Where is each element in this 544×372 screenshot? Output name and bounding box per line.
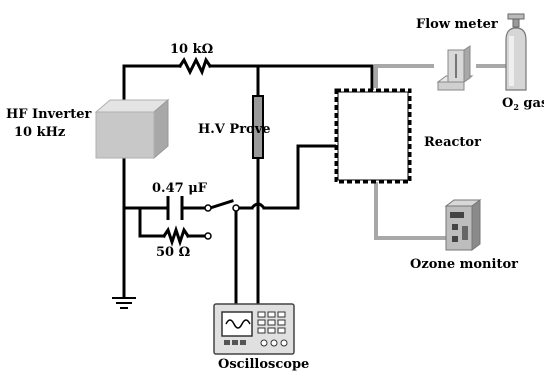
capacitor <box>166 196 184 220</box>
ozone-monitor-icon <box>444 199 482 251</box>
hf-inverter-box-icon <box>94 98 170 160</box>
resistor-top-label: 10 kΩ <box>170 42 213 57</box>
hf-inverter-label-line2: 10 kHz <box>14 125 65 140</box>
capacitor-label: 0.47 μF <box>152 181 208 196</box>
o2-gas-label: O2 gas <box>502 96 544 112</box>
ozone-monitor-label: Ozone monitor <box>410 257 518 272</box>
gas-cylinder-icon <box>505 13 527 91</box>
flow-meter-icon <box>436 45 474 91</box>
resistor-bottom-label: 50 Ω <box>156 245 190 260</box>
reactor-label: Reactor <box>424 135 481 150</box>
reactor <box>334 88 412 184</box>
switch <box>204 204 240 240</box>
hv-probe-label: H.V Prove <box>198 122 271 137</box>
oscilloscope-label: Oscilloscope <box>218 357 309 372</box>
circuit-wires <box>122 64 374 310</box>
resistor-bottom <box>161 225 191 247</box>
resistor-top <box>177 56 213 76</box>
hv-probe <box>252 95 264 159</box>
hf-inverter-label-line1: HF Inverter <box>6 107 92 122</box>
ground-icon <box>112 286 136 309</box>
oscilloscope-icon <box>213 303 295 355</box>
flow-meter-label: Flow meter <box>416 17 498 32</box>
